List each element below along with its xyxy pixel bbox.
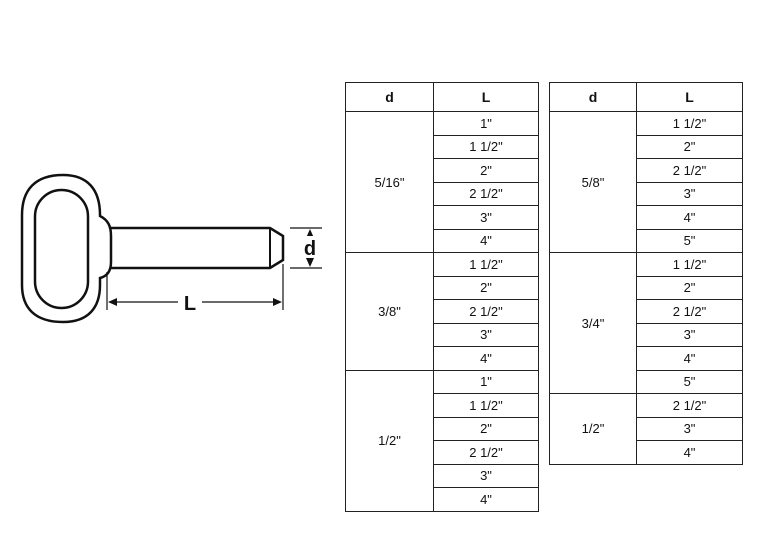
diameter-cell: 1/2"	[549, 393, 637, 465]
length-cell: 1"	[433, 369, 539, 394]
length-cell: 2"	[636, 134, 743, 159]
length-cell: 4"	[433, 487, 539, 512]
length-cell: 4"	[433, 228, 539, 253]
diameter-cell: 3/4"	[549, 252, 637, 394]
length-cell: 1 1/2"	[433, 252, 539, 277]
header-l: L	[636, 82, 743, 112]
length-cell: 3"	[433, 463, 539, 488]
length-cell: 2"	[433, 416, 539, 441]
length-dimension: L	[106, 264, 284, 315]
length-cell: 4"	[636, 205, 743, 230]
pin-shaft	[98, 226, 285, 270]
diameter-cell: 5/16"	[345, 111, 434, 253]
length-cell: 2"	[433, 275, 539, 300]
length-cell: 3"	[636, 416, 743, 441]
length-cell: 2 1/2"	[636, 299, 743, 324]
length-cell: 3"	[433, 322, 539, 347]
diameter-label: d	[304, 238, 316, 260]
length-cell: 2 1/2"	[433, 440, 539, 465]
length-label: L	[184, 293, 196, 315]
length-cell: 4"	[636, 440, 743, 465]
length-cell: 3"	[636, 322, 743, 347]
diameter-dimension: d	[290, 227, 322, 269]
length-cell: 5"	[636, 369, 743, 394]
length-cell: 1 1/2"	[433, 393, 539, 418]
length-cell: 4"	[433, 346, 539, 371]
length-cell: 4"	[636, 346, 743, 371]
diameter-cell: 3/8"	[345, 252, 434, 371]
header-l: L	[433, 82, 539, 112]
length-cell: 3"	[636, 181, 743, 206]
header-d: d	[345, 82, 434, 112]
length-cell: 2 1/2"	[636, 393, 743, 418]
size-table-right: d L 5/8"1 1/2" 2" 2 1/2" 3" 4" 5" 3/4"1 …	[549, 82, 743, 465]
header-d: d	[549, 82, 637, 112]
size-table-left: d L 5/16"1" 1 1/2" 2" 2 1/2" 3" 4" 3/8"1…	[345, 82, 539, 512]
length-cell: 5"	[636, 228, 743, 253]
diameter-cell: 5/8"	[549, 111, 637, 253]
pin-handle	[20, 173, 113, 324]
length-cell: 2 1/2"	[433, 181, 539, 206]
length-cell: 1 1/2"	[636, 111, 743, 136]
length-cell: 2"	[433, 158, 539, 183]
length-cell: 1 1/2"	[433, 134, 539, 159]
diameter-cell: 1/2"	[345, 369, 434, 512]
length-cell: 2"	[636, 275, 743, 300]
length-cell: 2 1/2"	[636, 158, 743, 183]
length-cell: 2 1/2"	[433, 299, 539, 324]
length-cell: 3"	[433, 205, 539, 230]
hitch-pin-drawing: d L	[20, 173, 322, 324]
length-cell: 1"	[433, 111, 539, 136]
length-cell: 1 1/2"	[636, 252, 743, 277]
